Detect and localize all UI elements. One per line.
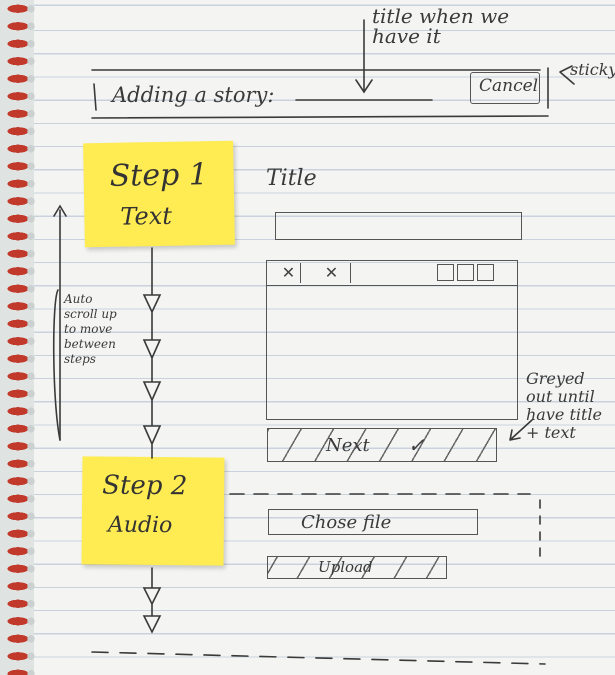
toolbar-tool-2[interactable]: ✕	[313, 263, 351, 283]
choose-file-label: Chose file	[301, 512, 392, 533]
sticky-annotation: sticky	[570, 60, 615, 79]
story-text-editor[interactable]: ✕ ✕	[266, 260, 518, 420]
next-label: Next	[326, 435, 370, 456]
cancel-button[interactable]: Cancel	[470, 72, 540, 104]
step-2-subtitle: Audio	[107, 512, 173, 539]
checkmark-icon: ✓	[408, 433, 425, 457]
title-label: Title	[266, 166, 317, 191]
greyed-out-annotation: Greyed out until have title + text	[526, 369, 602, 442]
adding-story-prompt: Adding a story:	[112, 83, 275, 107]
toolbar-toggle-2[interactable]	[457, 264, 474, 281]
step-1-subtitle: Text	[120, 201, 173, 231]
step-1-title: Step 1	[109, 157, 209, 194]
upload-label: Upload	[318, 558, 373, 576]
upload-button[interactable]: Upload	[267, 556, 447, 579]
step-1-sticky: Step 1 Text	[83, 140, 235, 248]
title-annotation: title when we have it	[372, 4, 510, 48]
step-2-title: Step 2	[102, 470, 188, 502]
title-input[interactable]	[275, 212, 522, 240]
choose-file-button[interactable]: Chose file	[268, 509, 478, 535]
toolbar-tool-1[interactable]: ✕	[277, 263, 301, 283]
editor-toolbar	[267, 261, 517, 286]
toolbar-toggle-1[interactable]	[437, 264, 454, 281]
spiral-holes	[24, 0, 38, 675]
toolbar-toggle-3[interactable]	[477, 264, 494, 281]
next-button[interactable]: Next ✓	[267, 428, 497, 462]
cancel-label: Cancel	[479, 76, 539, 96]
autoscroll-annotation: Auto scroll up to move between steps	[64, 292, 117, 366]
step-2-sticky: Step 2 Audio	[81, 456, 225, 566]
